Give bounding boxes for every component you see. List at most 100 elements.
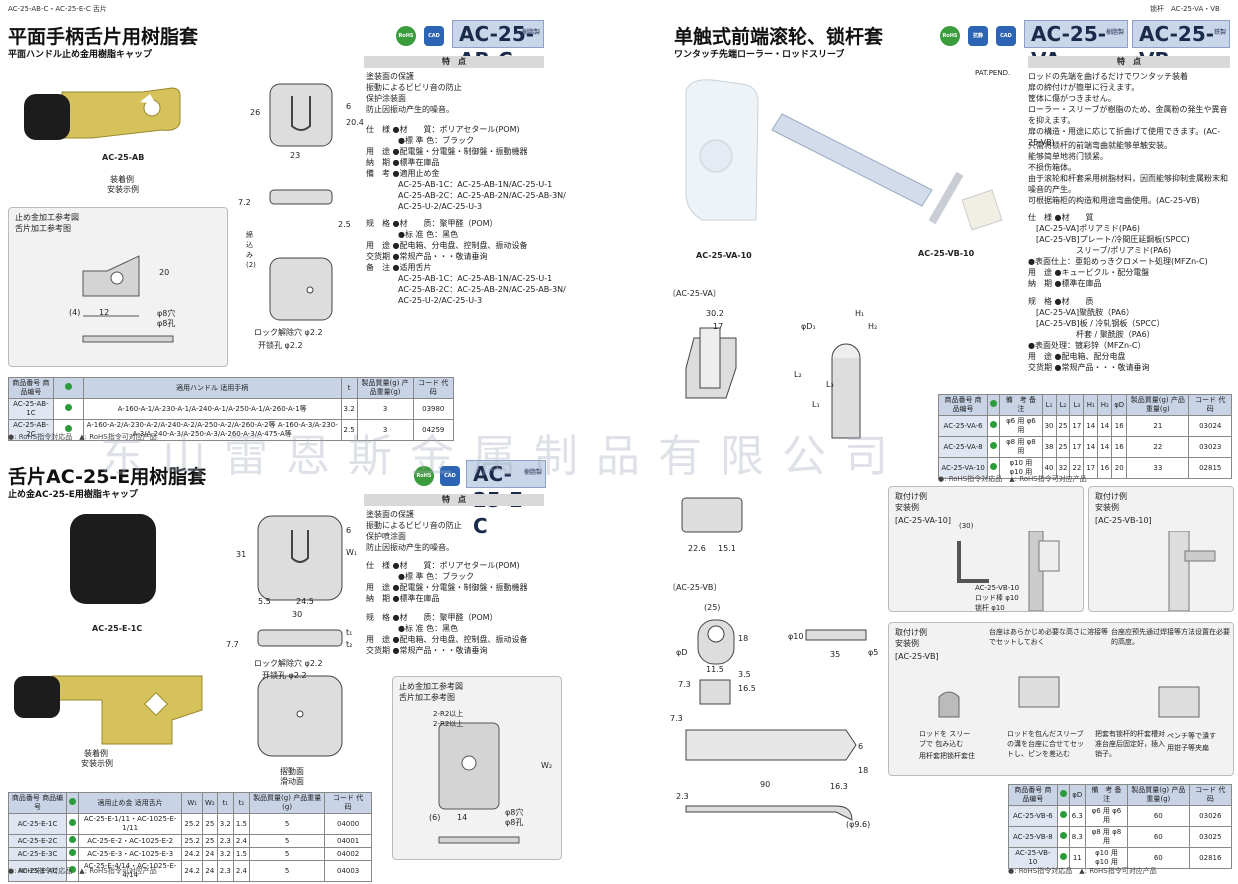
watermark: 东山雷恩斯金属制品有限公司 (100, 431, 906, 482)
vb-dim-10: φ10 (788, 632, 804, 641)
vb-dim-9-6: (φ9.6) (846, 820, 871, 829)
th: 適用ハンドル 适用手柄 (82, 377, 342, 399)
ex2-label: [AC-25-VB-10] (1095, 516, 1152, 525)
feature-item: 只需将锁杆的前端弯曲就能够单触安装。 (1028, 141, 1172, 150)
ex3-note6: 把套有锁杆的杆套槽对准台座后固定好，插入销子。 (1095, 730, 1165, 758)
dim-23: 23 (290, 151, 301, 160)
mount-label-jp: 装着例 (110, 175, 134, 184)
td-rohs (65, 847, 79, 861)
va-drawing (681, 327, 861, 533)
features-cn-right: 只需将锁杆的前端弯曲就能够单触安装。 能够简单地将门锁紧。 不损伤箱体。 由于滚… (1028, 140, 1232, 206)
rohs-icon: RoHS (396, 26, 416, 46)
td: 16 (1097, 457, 1113, 479)
spec-line: 用 途 ●配電盤・分電盤・制御盤・振動機器 (366, 583, 528, 592)
td: 03026 (1188, 805, 1233, 827)
ex3-title-jp: 取付け例 (895, 628, 927, 637)
ex1-title-cn: 安装例 (895, 503, 919, 512)
td: φ8 用 φ8 用 (999, 436, 1043, 458)
feature-item: 能够简单地将门锁紧。 (1028, 152, 1108, 161)
spec-line: 用 途 ●配电箱、分电盘、控制盘、振动设备 (366, 635, 528, 644)
spec-line: ●標 準 色：ブラック (366, 136, 475, 145)
th: W₂ (202, 792, 218, 814)
td: AC-25-VA-8 (937, 436, 989, 458)
td: A-160-A-2/A-230-A-2/A-240-A-2/A-250-A-2/… (82, 419, 342, 441)
cad-icon: CAD (440, 466, 460, 486)
td: 3.2 (340, 398, 358, 420)
spec-line: 用 途 ●配電盤・分電盤・制御盤・振動機器 (366, 147, 528, 156)
machining-title-jp: 止め金加工参考図 (15, 213, 79, 222)
dim-2-5: 2.5 (338, 220, 351, 229)
section1-title: 平面手柄舌片用树脂套 (8, 26, 199, 48)
spec-line: 仕 様 ●材 質：ポリアセタール(POM) (366, 125, 520, 134)
dim-w2: W₂ (541, 761, 553, 770)
install-panel-2: 取付け例 安装例 [AC-25-VB-10] (1088, 486, 1234, 612)
spec-table-1: 商品番号 商品编号 適用ハンドル 适用手柄 t 製品質量(g) 产品重量(g) … (8, 377, 455, 441)
cad-icon: CAD (996, 26, 1016, 46)
spec-line: [AC-25-VA]聚酰胺（PA6） (1028, 308, 1134, 317)
td: 3 (356, 398, 414, 420)
td: AC-25-E-3・AC-1025-E-3 (77, 847, 183, 861)
ex3-note2: 台座应预先通过焊接等方法设置在必要的高度。 (1111, 628, 1230, 646)
td: AC-25-E-4C (8, 860, 67, 882)
feature-item: 筐体に傷がつきません。 (1028, 94, 1116, 103)
th: φD (1068, 784, 1086, 806)
vb-dim-16-3: 16.3 (830, 782, 848, 791)
td: A-160-A-1/A-230-A-1/A-240-A-1/A-250-A-1/… (82, 398, 342, 420)
feature-item: 防止因振动产生的噪音。 (366, 105, 454, 114)
section2-subtitle: 止め金AC-25-E用樹脂キャップ (8, 490, 138, 500)
spec-line: 规 格 ●材 质：聚甲醛（POM） (366, 219, 498, 228)
ex3-note8: 用钳子等夹扁 (1167, 744, 1209, 752)
spec-line: ●标 准 色：黑色 (366, 230, 459, 239)
dim-26: 26 (250, 108, 261, 117)
td-rohs (1056, 805, 1070, 827)
product-photo-va-vb (685, 79, 1003, 231)
dim-20-4: 20.4 (346, 118, 364, 127)
td: 16 (1111, 415, 1128, 437)
vb-dim-18: 18 (738, 634, 749, 643)
model-box-ab-c: AC-25-AB-C 樹脂製 (452, 20, 544, 72)
td: 03980 (412, 398, 454, 420)
sliding-jp: 摺動面 (280, 767, 304, 776)
td: 2.4 (232, 834, 251, 848)
feature-item: 可根据箱柜的构造和用途弯曲使用。(AC-25-VB) (1028, 196, 1200, 205)
td: 3.2 (216, 813, 234, 835)
td: 02815 (1188, 457, 1232, 479)
td: φ6 用 φ6 用 (1084, 805, 1129, 827)
dim-12: 12 (99, 308, 110, 317)
ex1-parts: AC-25-VB-10 (975, 584, 1020, 592)
td: 25.2 (181, 834, 203, 848)
section1-subtitle: 平面ハンドル止め金用樹脂キャップ (8, 50, 153, 60)
td: 38 (1041, 436, 1057, 458)
ex1-dim-30: (30) (959, 522, 974, 530)
ex3-label: [AC-25-VB] (895, 652, 939, 661)
dim-t1: t₁ (346, 628, 353, 637)
ex2-title-jp: 取付け例 (1095, 492, 1127, 501)
spec-line: スリーブ/ポリアミド(PA6) (1028, 246, 1172, 255)
dim-31: 31 (236, 550, 247, 559)
spec-line: 备 注 ●适用舌片 (366, 263, 432, 272)
model-note: 樹脂製 (1105, 29, 1124, 36)
cap-drawing-2 (257, 515, 343, 757)
model-note: 鉄製 (1213, 29, 1226, 36)
th: W₁ (181, 792, 203, 814)
td: 24.2 (181, 847, 203, 861)
td: 04259 (412, 419, 454, 441)
td: 25 (202, 813, 218, 835)
td: 04000 (324, 813, 372, 835)
td: AC-25-E-4/14・AC-1025-E-4/14 (77, 860, 183, 882)
td: 5 (249, 860, 326, 882)
hole-jp-2: φ8穴 (505, 808, 524, 817)
th: 備 考 备 注 (1084, 784, 1129, 806)
dim-6: 6 (346, 102, 352, 111)
dim-6-e: 6 (346, 526, 352, 535)
th: 製品質量(g) 产品重量(g) (1127, 784, 1190, 806)
td: 14 (1097, 436, 1113, 458)
th: t (340, 377, 358, 399)
model-box-vb: AC-25-VB 鉄製 (1132, 20, 1230, 72)
feature-item: 由于滚轮和杆套采用树脂材料，因而能够抑制金属粉末和噪音的产生。 (1028, 174, 1228, 194)
va-dim-l1: L₁ (812, 400, 820, 409)
